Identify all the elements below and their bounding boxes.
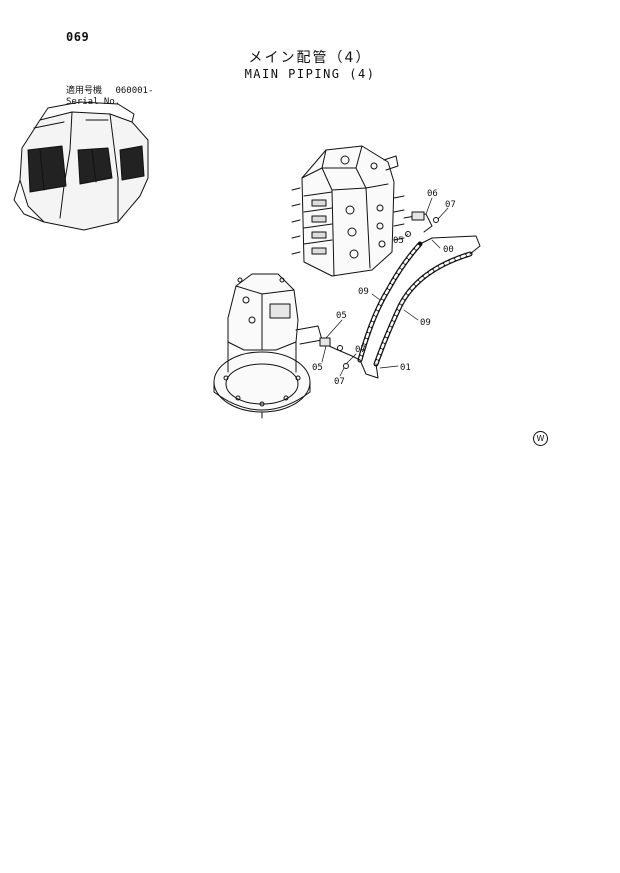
callout-00: 00	[443, 245, 454, 255]
circled-w-mark: W	[533, 431, 548, 446]
hose-09-right	[373, 251, 473, 367]
callout-06: 06	[427, 189, 438, 199]
serial-range: 060001-	[115, 86, 154, 96]
page-title-japanese: メイン配管（4）	[248, 50, 372, 66]
serial-label-english: Serial No.	[66, 97, 121, 107]
callout-07-mid: 07	[355, 345, 366, 355]
callout-05-mid: 05	[336, 311, 347, 321]
callout-07-top: 07	[445, 200, 456, 210]
callout-labels: 06 07 05 00 09 09 05 07 05 07 01	[312, 189, 456, 387]
swing-motor-drawing	[213, 273, 323, 419]
pipe-assembly	[319, 211, 481, 379]
page-number: 069	[66, 30, 90, 44]
serial-block: 適用号機 060001- Serial No.	[66, 86, 153, 108]
callout-05-top: 05	[393, 236, 404, 246]
leader-lines	[321, 197, 449, 377]
callout-07-low: 07	[334, 377, 345, 387]
page-title-english: MAIN PIPING (4)	[244, 67, 376, 81]
callout-09-right: 09	[420, 318, 431, 328]
callout-05-low: 05	[312, 363, 323, 373]
hose-09-left	[357, 241, 423, 363]
callout-09-left: 09	[358, 287, 369, 297]
serial-label-japanese: 適用号機	[66, 86, 103, 96]
callout-01: 01	[400, 363, 411, 373]
control-valve-drawing	[291, 145, 405, 277]
excavator-cab-thumbnail	[13, 101, 149, 231]
